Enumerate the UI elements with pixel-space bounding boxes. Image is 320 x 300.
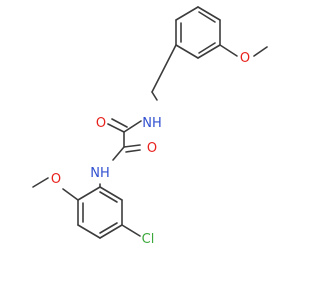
molecule-canvas: O NH O O NH O xyxy=(32,6,268,247)
bottom-benzene-ring xyxy=(77,186,123,239)
carbonyl-oxygen-left: O xyxy=(96,116,106,131)
top-benzene-ring xyxy=(175,6,221,59)
chloro-substituent: Cl xyxy=(121,224,155,247)
methoxy-oxygen-bottom: O xyxy=(51,172,61,187)
oxalamide-core: O O NH xyxy=(90,116,157,188)
bottom-methoxy-group: O xyxy=(32,172,79,201)
carbonyl-oxygen-right: O xyxy=(147,141,157,156)
amide-nh-top: NH xyxy=(142,116,162,131)
methoxy-oxygen-top: O xyxy=(240,51,250,66)
chlorine-atom: Cl xyxy=(142,232,155,247)
top-methoxy-group: O xyxy=(219,44,268,66)
molecule-structure: O NH O O NH O xyxy=(32,6,268,247)
benzyl-linker: NH xyxy=(142,44,177,131)
amide-nh-bottom: NH xyxy=(90,166,110,181)
